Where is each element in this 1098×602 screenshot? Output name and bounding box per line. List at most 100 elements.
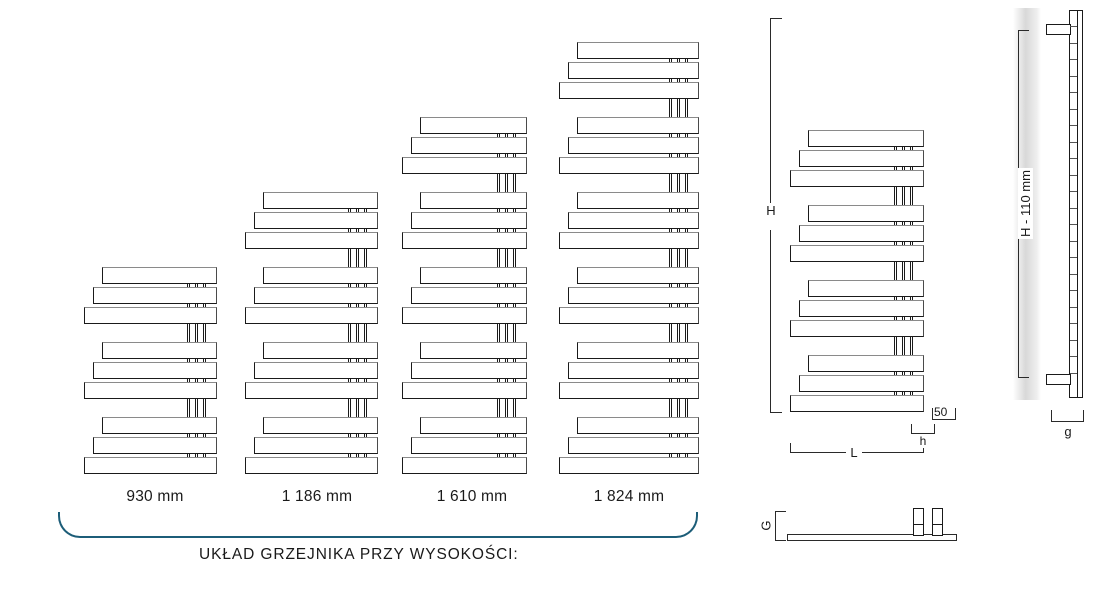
radiator — [790, 130, 924, 412]
dim-label-h: h — [915, 434, 931, 448]
radiator-bar — [411, 437, 527, 454]
connector-pipe-short — [685, 228, 688, 233]
connector-pipe-short — [910, 146, 913, 151]
connector-pipe-short — [894, 166, 897, 171]
radiator-bar — [245, 232, 378, 249]
connector-pipe-long — [685, 397, 688, 419]
connector-pipe-long — [203, 322, 206, 344]
connector-pipe-short — [685, 453, 688, 458]
dim-g-serif-left — [1051, 410, 1052, 422]
connector-pipe-short — [669, 453, 672, 458]
connector-pipe-short — [677, 78, 680, 83]
radiator-bar — [402, 382, 527, 399]
connector-pipe-long — [497, 247, 500, 269]
connector-pipe-short — [902, 371, 905, 376]
connector-pipe-short — [910, 316, 913, 321]
profile-bar-tick — [1070, 92, 1077, 94]
connector-pipe-long — [910, 335, 913, 357]
dim-label-h110: H - 110 mm — [979, 168, 1071, 239]
connector-pipe-long — [497, 172, 500, 194]
variant-label-3: 1 824 mm — [593, 488, 665, 505]
radiator-bar — [808, 355, 924, 372]
connector-pipe-short — [894, 316, 897, 321]
connector-pipe-short — [910, 221, 913, 226]
connector-pipe-short — [187, 453, 190, 458]
connector-pipe-long — [669, 97, 672, 119]
connector-pipe-short — [187, 358, 190, 363]
group-bracket — [58, 512, 698, 538]
side-view-profile — [1069, 10, 1083, 398]
radiator-bar — [263, 342, 378, 359]
profile-bar-tick — [1070, 75, 1077, 77]
connector-pipe-long — [894, 185, 897, 207]
connector-pipe-short — [513, 153, 516, 158]
radiator-bar — [568, 287, 699, 304]
radiator-bar — [245, 382, 378, 399]
connector-pipe-short — [677, 303, 680, 308]
radiator-bar — [799, 225, 924, 242]
connector-pipe-long — [348, 322, 351, 344]
connector-pipe-long — [513, 397, 516, 419]
wall-bracket-bottom — [1046, 374, 1071, 385]
connector-pipe-short — [677, 358, 680, 363]
profile-bar-tick — [1070, 273, 1077, 275]
dim-l-serif-left — [790, 443, 791, 453]
connector-pipe-short — [195, 433, 198, 438]
radiator-bar — [254, 212, 378, 229]
connector-pipe-short — [356, 378, 359, 383]
connector-pipe-short — [505, 208, 508, 213]
radiator-bar — [559, 157, 699, 174]
radiator-bar — [790, 170, 924, 187]
connector-pipe-short — [910, 296, 913, 301]
connector-pipe-short — [497, 208, 500, 213]
connector-pipe-long — [894, 335, 897, 357]
dim-label-L: L — [846, 445, 862, 460]
radiator-bar — [577, 192, 699, 209]
radiator-bar — [799, 300, 924, 317]
radiator-bar — [411, 287, 527, 304]
connector-pipe-long — [902, 335, 905, 357]
radiator-bar — [245, 457, 378, 474]
connector-pipe-long — [685, 172, 688, 194]
profile-bar-tick — [1070, 174, 1077, 176]
connector-pipe-short — [902, 296, 905, 301]
radiator — [559, 42, 699, 474]
connector-pipe-short — [505, 433, 508, 438]
connector-pipe-long — [677, 397, 680, 419]
dim-g-serif-right — [1083, 410, 1084, 422]
radiator-bar — [402, 307, 527, 324]
dim-G-serif-top — [775, 511, 786, 512]
dim-label-H: H — [762, 203, 780, 218]
radiator-bar — [420, 267, 527, 284]
connector-pipe-short — [669, 133, 672, 138]
profile-bar-tick — [1070, 306, 1077, 308]
connector-pipe-short — [513, 358, 516, 363]
connector-pipe-long — [497, 397, 500, 419]
connector-pipe-short — [348, 378, 351, 383]
radiator-bar — [577, 117, 699, 134]
connector-pipe-long — [685, 247, 688, 269]
profile-bar-tick — [1070, 158, 1077, 160]
bottom-view-plate — [787, 534, 957, 541]
connector-pipe-long — [513, 247, 516, 269]
radiator-bar — [420, 417, 527, 434]
radiator-bar — [102, 267, 217, 284]
connector-pipe-short — [187, 283, 190, 288]
connector-pipe-short — [685, 303, 688, 308]
connector-pipe-short — [902, 146, 905, 151]
radiator-bar — [84, 307, 217, 324]
connector-pipe-short — [348, 303, 351, 308]
connector-pipe-short — [364, 378, 367, 383]
connector-pipe-long — [348, 397, 351, 419]
profile-bar-tick — [1070, 257, 1077, 259]
connector-pipe-short — [910, 166, 913, 171]
connector-pipe-long — [910, 185, 913, 207]
radiator-bar — [102, 417, 217, 434]
connector-pipe-short — [685, 58, 688, 63]
dim-50-serif-left — [932, 408, 933, 419]
dim-50-line — [932, 419, 956, 420]
radiator-bar — [254, 437, 378, 454]
connector-pipe-short — [669, 283, 672, 288]
dim-label-G: G — [759, 518, 774, 533]
radiator-bar — [577, 42, 699, 59]
